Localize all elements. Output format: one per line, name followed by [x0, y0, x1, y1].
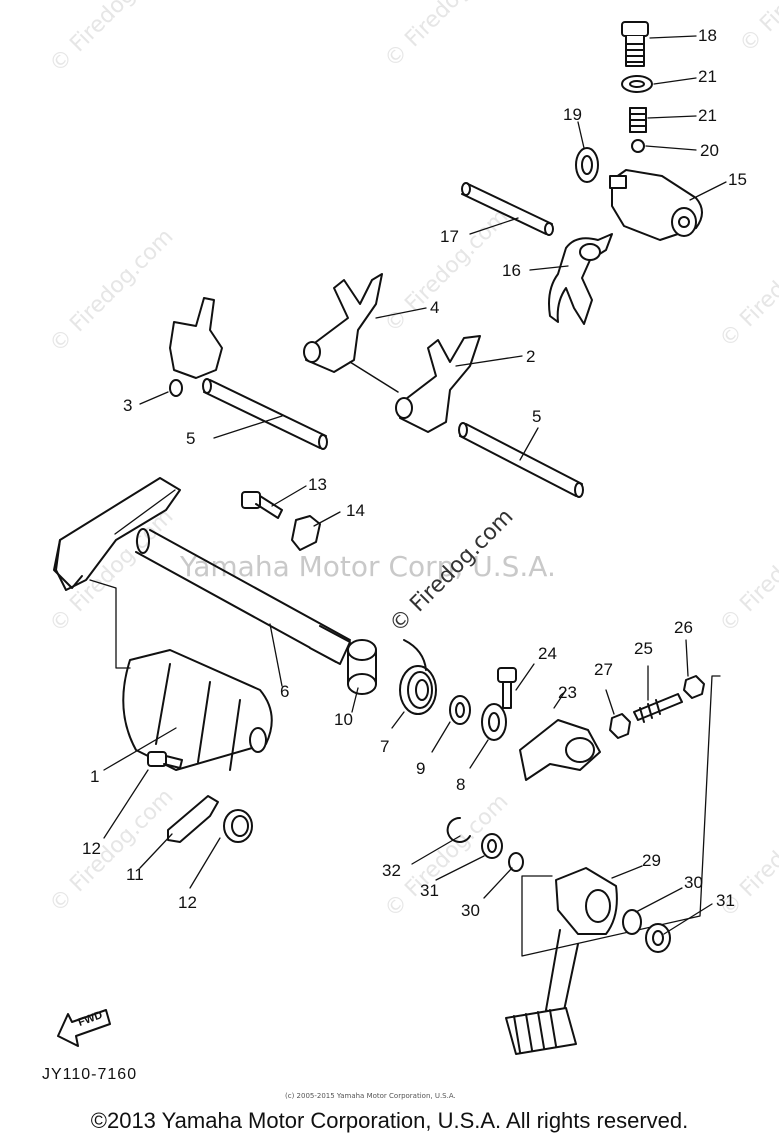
part-24-joint — [519, 719, 601, 781]
part-25-bolt — [497, 667, 517, 709]
callout-2: 2 — [526, 347, 536, 366]
callout-1: 1 — [90, 767, 100, 786]
diagram-code: JY110-7160 — [42, 1066, 138, 1083]
callout-6: 6 — [280, 682, 290, 701]
callout-14: 13 — [308, 475, 327, 494]
part-2-fork — [395, 335, 481, 433]
callout-29: 29 — [642, 851, 661, 870]
part-5-rod-right — [458, 422, 584, 498]
part-19-seal — [575, 147, 599, 183]
part-31-washer — [481, 833, 503, 859]
callout-12: 12 — [178, 893, 197, 912]
callout-13: 12 — [82, 839, 101, 858]
callout-21: 21 — [698, 106, 717, 125]
part-3-fork — [169, 297, 223, 397]
part-21-spring — [629, 107, 647, 133]
callout-30-right: 30 — [684, 873, 703, 892]
callout-4: 4 — [430, 298, 440, 317]
callout-15: 14 — [346, 501, 365, 520]
callout-27: 26 — [674, 618, 693, 637]
part-28-nut — [609, 713, 631, 739]
callout-22: 18 — [698, 26, 717, 45]
part-1-cam — [122, 649, 273, 771]
part-20-ball — [631, 139, 645, 153]
callout-31-right: 31 — [716, 891, 735, 910]
callout-5-right: 5 — [532, 407, 542, 426]
callout-11: 11 — [126, 865, 144, 884]
part-27-nut — [683, 675, 705, 699]
callout-9: 9 — [416, 759, 426, 778]
part-15-stopper — [291, 515, 321, 551]
part-14-bolt — [241, 491, 283, 519]
callout-17: 16 — [502, 261, 521, 280]
callout-5-left: 5 — [186, 429, 196, 448]
part-31-washer — [645, 923, 671, 953]
fwd-arrow-icon — [57, 1009, 111, 1047]
callout-31-left: 31 — [420, 881, 439, 900]
callout-20: 20 — [700, 141, 719, 160]
small-copyright: (c) 2005-2015 Yamaha Motor Corporation, … — [285, 1092, 456, 1100]
callout-3: 3 — [123, 396, 133, 415]
callout-25: 24 — [538, 644, 557, 663]
callout-10: 10 — [334, 710, 353, 729]
part-9-washer — [449, 695, 471, 725]
part-23-washer — [621, 75, 653, 93]
footer-copyright: ©2013 Yamaha Motor Corporation, U.S.A. A… — [90, 1108, 689, 1133]
callout-30-left: 30 — [461, 901, 480, 920]
part-30-oring — [508, 852, 524, 872]
part-26-rod — [633, 693, 683, 723]
part-30-oring — [622, 909, 642, 935]
part-16-segment — [609, 169, 703, 241]
part-7-spring — [399, 639, 437, 715]
part-11-lever — [167, 795, 219, 843]
callout-16: 15 — [728, 170, 747, 189]
callout-18: 17 — [440, 227, 459, 246]
part-4-fork — [303, 273, 383, 373]
part-29-pedal — [505, 867, 618, 1055]
part-6-shaft — [53, 477, 351, 665]
part-12-spring — [223, 809, 253, 843]
part-10-collar — [347, 639, 377, 695]
callout-32: 32 — [382, 861, 401, 880]
callout-7: 7 — [380, 737, 390, 756]
callout-19: 19 — [563, 105, 582, 124]
part-13-bolt — [147, 751, 183, 769]
callout-24: 23 — [558, 683, 577, 702]
part-5-rod-left — [202, 378, 328, 450]
callout-28: 27 — [594, 660, 613, 679]
callout-8: 8 — [456, 775, 466, 794]
callout-23: 21 — [698, 67, 717, 86]
callout-26: 25 — [634, 639, 653, 658]
part-8-seal — [481, 703, 507, 741]
part-17-fork — [548, 233, 613, 325]
part-32-circlip — [446, 816, 471, 843]
part-22-bolt — [621, 21, 649, 67]
part-18-rod — [461, 182, 554, 236]
